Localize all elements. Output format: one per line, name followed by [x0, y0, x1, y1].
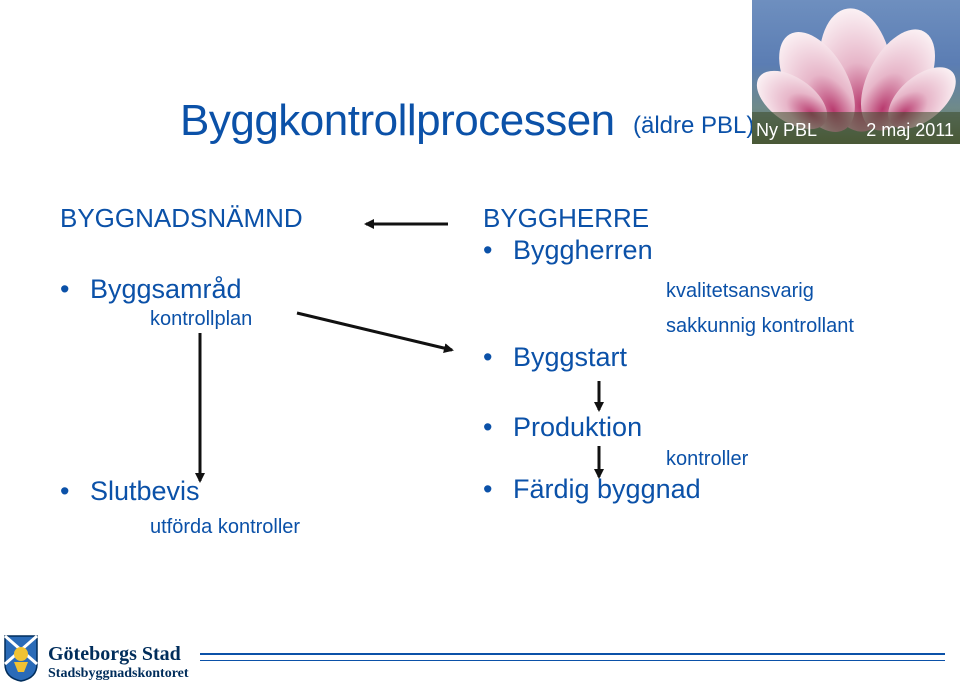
- page-subtitle: (äldre PBL): [633, 112, 755, 139]
- bullet-fardig-byggnad: • Färdig byggnad: [483, 474, 701, 505]
- page-title: Byggkontrollprocessen: [180, 96, 615, 145]
- note-sakkunnig-kontrollant: sakkunnig kontrollant: [666, 315, 854, 337]
- bullet-label: Byggherren: [513, 235, 653, 265]
- bullet-byggsamrad: • Byggsamråd: [60, 274, 242, 305]
- magnolia-flower-image: [752, 8, 960, 144]
- footer-dept-name: Stadsbyggnadskontoret: [48, 666, 189, 681]
- bullet-marker: •: [483, 235, 493, 265]
- banner-label-ny-pbl: Ny PBL: [756, 120, 818, 140]
- footer-divider: [200, 653, 945, 655]
- bullet-label: Byggstart: [513, 342, 628, 372]
- flower-banner: Ny PBL 2 maj 2011: [752, 0, 960, 144]
- bullet-marker: •: [60, 476, 70, 506]
- bullet-label: Slutbevis: [90, 476, 200, 506]
- arrow-byggsamrad-to-byggstart: [296, 311, 454, 354]
- note-kvalitetsansvarig: kvalitetsansvarig: [666, 280, 814, 302]
- note-utforda-kontroller: utförda kontroller: [150, 516, 301, 538]
- bullet-marker: •: [483, 412, 493, 442]
- bullet-marker: •: [483, 474, 493, 504]
- banner-date: 2 maj 2011: [866, 120, 954, 140]
- note-kontrollplan: kontrollplan: [150, 308, 253, 330]
- note-kontroller: kontroller: [666, 448, 749, 470]
- footer-divider-thin: [200, 660, 945, 661]
- bullet-label: Färdig byggnad: [513, 474, 701, 504]
- bullet-byggstart: • Byggstart: [483, 342, 627, 373]
- bullet-label: Byggsamråd: [90, 274, 242, 304]
- footer-org-name: Göteborgs Stad: [48, 643, 181, 665]
- bullet-produktion: • Produktion: [483, 412, 642, 443]
- bullet-byggherren: • Byggherren: [483, 235, 653, 266]
- node-byggnadsnamnd: BYGGNADSNÄMND: [60, 203, 303, 233]
- bullet-label: Produktion: [513, 412, 643, 442]
- bullet-marker: •: [60, 274, 70, 304]
- bullet-marker: •: [483, 342, 493, 372]
- node-byggherre: BYGGHERRE: [483, 203, 650, 233]
- bullet-slutbevis: • Slutbevis: [60, 476, 200, 507]
- goteborg-lion-logo-icon: [2, 632, 40, 682]
